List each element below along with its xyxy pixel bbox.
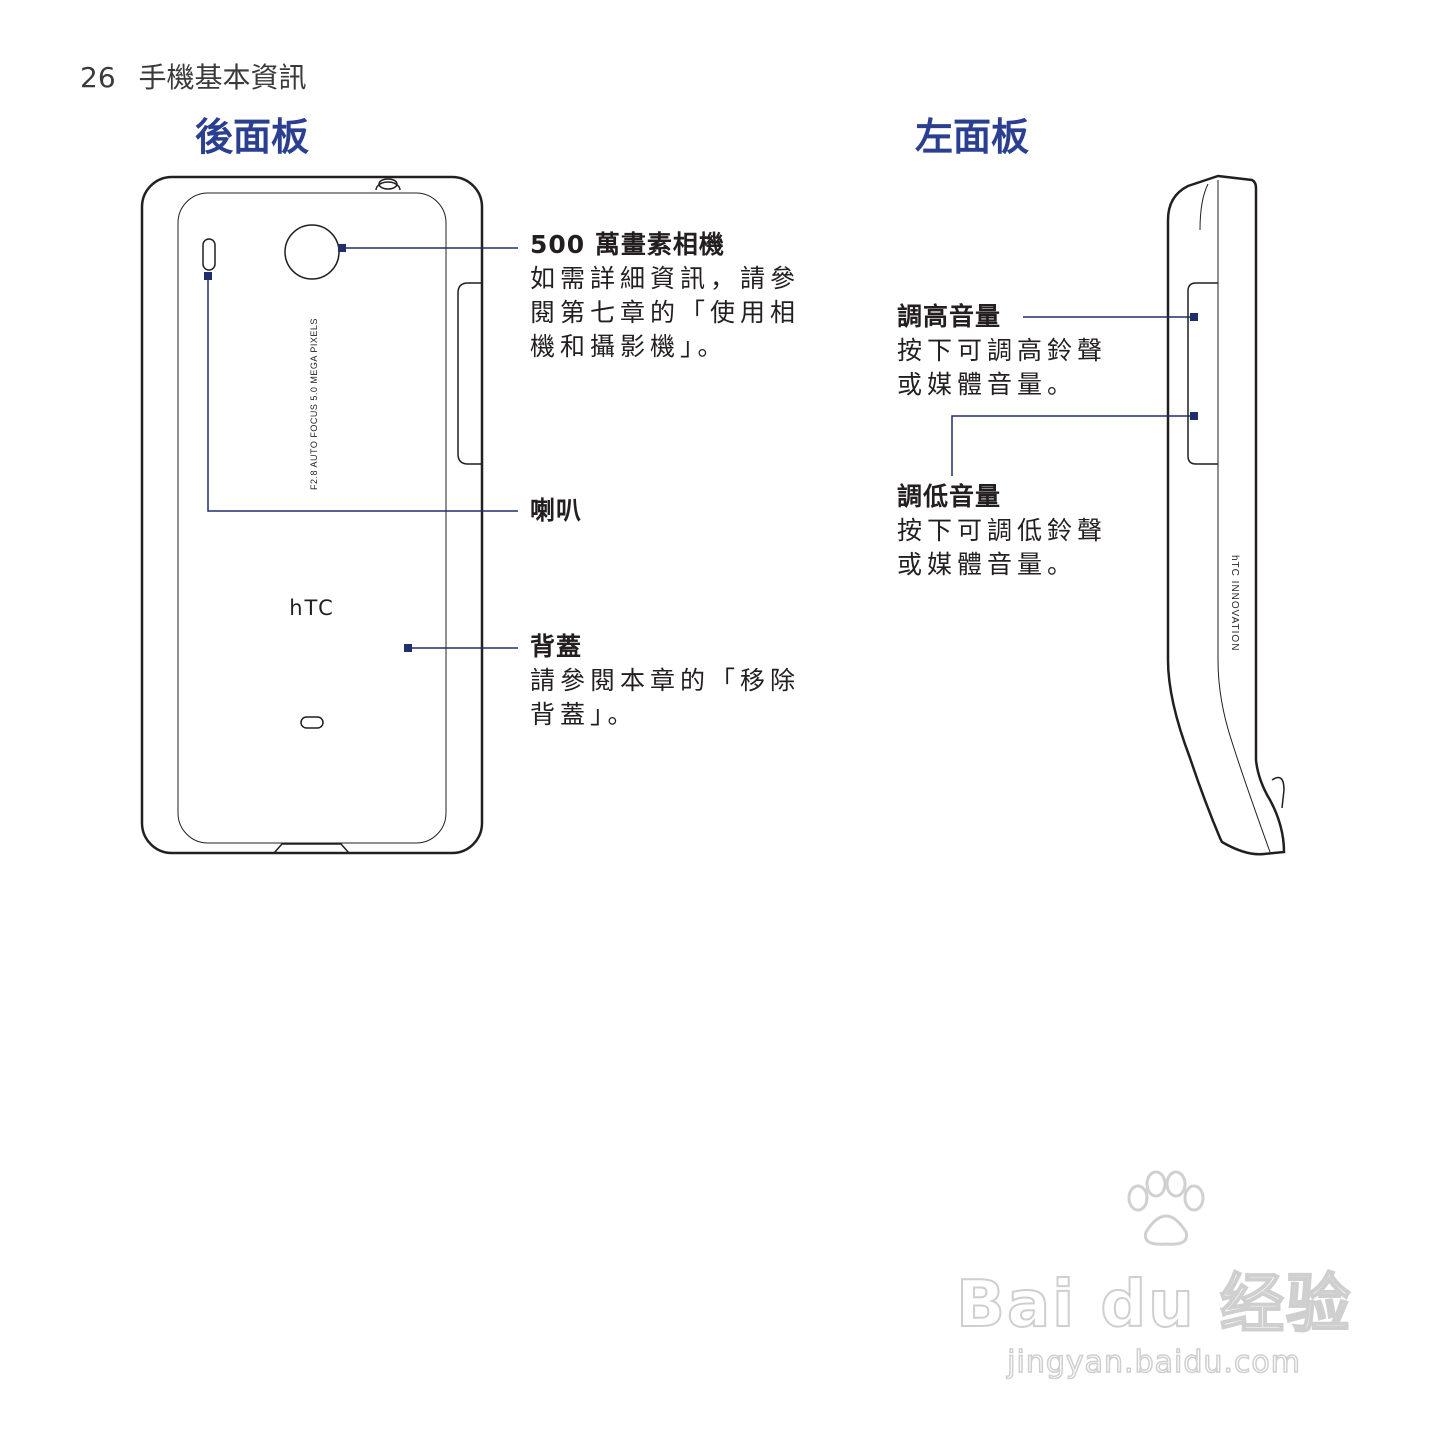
left-leader-markers bbox=[1190, 313, 1198, 420]
chapter-title: 手機基本資訊 bbox=[138, 61, 307, 94]
usb-connector bbox=[273, 843, 350, 854]
left-leader-lines bbox=[951, 316, 1194, 476]
volume-up-callout-line-1: 按下可調高鈴聲 bbox=[897, 336, 1108, 365]
back-cover-callout-line-1: 請參閱本章的「移除 bbox=[530, 666, 801, 695]
paw-icon bbox=[1127, 1170, 1205, 1246]
volume-button bbox=[1187, 282, 1218, 465]
back-phone-illustration bbox=[140, 175, 484, 855]
volume-down-callout-line-2: 或媒體音量。 bbox=[897, 550, 1078, 579]
camera-spec-text: F2.8 AUTO FOCUS 5.0 MEGA PIXELS bbox=[309, 318, 319, 490]
camera-callout-line-3: 機和攝影機」。 bbox=[530, 332, 728, 361]
back-cover-callout: 背蓋 請參閱本章的「移除 背蓋」。 bbox=[530, 630, 830, 732]
speaker-callout: 喇叭 bbox=[530, 494, 830, 528]
back-leader-markers bbox=[204, 244, 412, 652]
volume-down-callout-line-1: 按下可調低鈴聲 bbox=[897, 516, 1108, 545]
baidu-watermark: Bai du 经验 jingyan.baidu.com bbox=[955, 1253, 1352, 1381]
side-phone-illustration bbox=[1166, 174, 1286, 856]
volume-up-callout: 調高音量 按下可調高鈴聲 或媒體音量。 bbox=[897, 300, 1157, 402]
side-phone-inner-line-2 bbox=[1199, 183, 1209, 231]
left-panel-title: 左面板 bbox=[915, 115, 1030, 159]
camera-callout-title: 500 萬畫素相機 bbox=[530, 230, 725, 259]
stylus-nub bbox=[1271, 776, 1285, 809]
camera-callout-line-2: 閱第七章的「使用相 bbox=[530, 298, 801, 327]
volume-down-callout: 調低音量 按下可調低鈴聲 或媒體音量。 bbox=[897, 480, 1157, 582]
side-button-back bbox=[457, 282, 482, 465]
back-cover-callout-title: 背蓋 bbox=[530, 632, 583, 661]
camera-callout-line-1: 如需詳細資訊，請參 bbox=[530, 264, 801, 293]
htc-innovation-text: hTC INNOVATION bbox=[1229, 555, 1240, 651]
volume-up-callout-line-2: 或媒體音量。 bbox=[897, 370, 1078, 399]
page-header: 26 手機基本資訊 bbox=[80, 56, 307, 96]
back-leader-lines bbox=[207, 247, 518, 649]
back-panel-title: 後面板 bbox=[195, 115, 310, 159]
side-phone-body bbox=[1166, 174, 1286, 856]
camera-lens bbox=[284, 224, 340, 280]
volume-down-leader bbox=[951, 415, 1194, 476]
back-cover-callout-line-2: 背蓋」。 bbox=[530, 700, 638, 729]
volume-down-callout-title: 調低音量 bbox=[897, 482, 1002, 511]
headset-jack bbox=[375, 181, 401, 191]
volume-up-callout-title: 調高音量 bbox=[897, 302, 1002, 331]
htc-logo-back: hTC bbox=[289, 596, 335, 620]
watermark-url: jingyan.baidu.com bbox=[1006, 1344, 1301, 1381]
watermark-brand: Bai du 经验 bbox=[955, 1267, 1352, 1343]
back-phone-body bbox=[140, 175, 484, 855]
bottom-oval bbox=[300, 716, 324, 729]
speaker-leader bbox=[207, 276, 518, 512]
side-phone-inner-line bbox=[1217, 180, 1271, 853]
back-cover-outline bbox=[177, 192, 447, 844]
page-number: 26 bbox=[80, 61, 116, 94]
camera-callout: 500 萬畫素相機 如需詳細資訊，請參 閱第七章的「使用相 機和攝影機」。 bbox=[530, 228, 830, 364]
speaker-callout-title: 喇叭 bbox=[530, 496, 583, 525]
speaker-grille bbox=[202, 238, 216, 271]
